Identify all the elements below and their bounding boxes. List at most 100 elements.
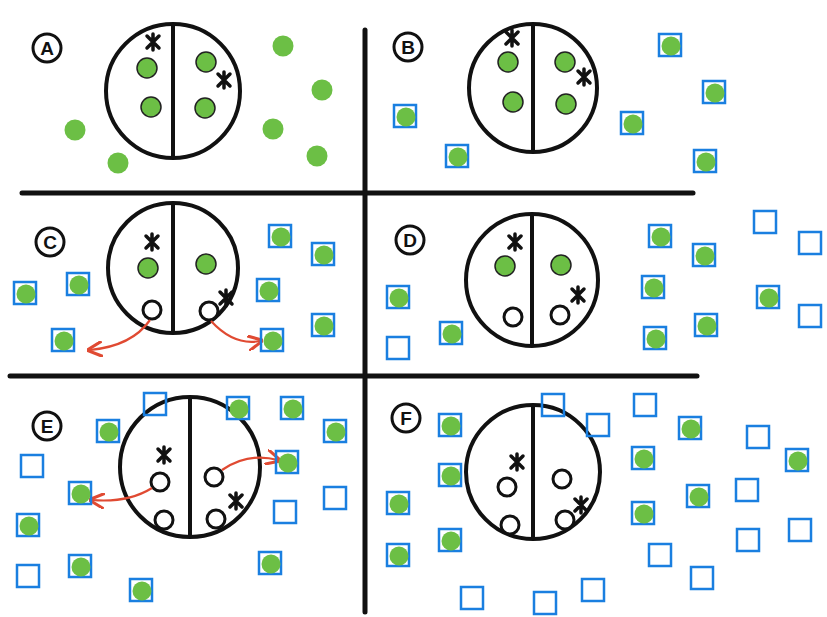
cell-outline <box>469 24 597 152</box>
panel-letter: D <box>394 224 426 256</box>
x-mark <box>220 290 232 306</box>
letter-circle-outline <box>396 226 424 254</box>
solute <box>273 36 294 57</box>
bound-solute <box>130 579 152 601</box>
bound-solute <box>259 552 281 574</box>
x-mark <box>572 287 584 303</box>
panel-letter: E <box>31 410 63 442</box>
bound-solute <box>69 482 91 504</box>
bound-solute <box>644 327 666 349</box>
empty-carrier <box>649 544 671 566</box>
bound-solute <box>52 329 74 351</box>
solute <box>196 254 216 274</box>
solute <box>307 146 328 167</box>
empty-site <box>151 473 169 491</box>
cell <box>469 24 597 152</box>
panel-divider <box>22 191 693 196</box>
solute <box>495 256 515 276</box>
bound-solute <box>312 243 334 265</box>
empty-site <box>207 510 225 528</box>
panel-letter: A <box>31 32 63 64</box>
empty-carrier <box>387 337 409 359</box>
empty-carrier <box>542 394 564 416</box>
bound-solute <box>693 244 715 266</box>
empty-carrier <box>799 305 821 327</box>
letter-circle-outline <box>394 33 422 61</box>
panel-letter-text: E <box>41 417 54 436</box>
cell-outline <box>466 405 600 539</box>
empty-site <box>504 308 522 326</box>
panel-letter-text: A <box>40 39 54 58</box>
bound-solute <box>257 279 279 301</box>
bound-solute <box>97 420 119 442</box>
empty-carrier <box>736 479 758 501</box>
solute <box>556 94 576 114</box>
bound-solute <box>649 225 671 247</box>
solute <box>498 52 518 72</box>
panel-letter: F <box>390 402 422 434</box>
empty-carrier <box>634 394 656 416</box>
solute <box>195 98 215 118</box>
cell-outline <box>106 24 240 158</box>
solute <box>503 92 523 112</box>
bound-solute <box>387 286 409 308</box>
bound-solute <box>394 105 416 127</box>
bound-solute <box>659 34 681 56</box>
cell-outline <box>120 397 260 537</box>
solute <box>263 119 284 140</box>
x-mark <box>511 454 523 470</box>
cell <box>106 24 240 158</box>
solute <box>137 58 157 78</box>
bound-solute <box>387 544 409 566</box>
bound-solute <box>446 145 468 167</box>
solute <box>141 97 161 117</box>
solute <box>312 80 333 101</box>
efflux-arrow <box>222 458 278 470</box>
empty-site <box>155 511 173 529</box>
empty-site <box>205 468 223 486</box>
bound-solute <box>261 329 283 351</box>
x-mark <box>146 234 158 250</box>
empty-site <box>200 302 218 320</box>
solute <box>108 153 129 174</box>
cell-divider <box>188 397 192 537</box>
empty-carrier <box>789 519 811 541</box>
empty-site <box>143 301 161 319</box>
cell <box>108 203 238 333</box>
empty-carrier <box>799 232 821 254</box>
bound-solute <box>67 273 89 295</box>
efflux-arrow <box>90 320 150 350</box>
solute <box>555 52 575 72</box>
empty-carrier <box>754 211 776 233</box>
x-mark <box>158 447 170 463</box>
x-mark <box>147 34 159 50</box>
empty-carrier <box>582 579 604 601</box>
panel-letter-text: D <box>403 231 417 250</box>
bound-solute <box>227 397 249 419</box>
solute <box>65 120 86 141</box>
cell-outline <box>108 203 238 333</box>
bound-solute <box>276 451 298 473</box>
bound-solute <box>440 322 462 344</box>
empty-carrier <box>21 455 43 477</box>
empty-carrier <box>274 501 296 523</box>
empty-carrier <box>534 592 556 614</box>
cell <box>466 214 598 346</box>
panel-letter: B <box>392 31 424 63</box>
bound-solute <box>703 81 725 103</box>
bound-solute <box>14 282 36 304</box>
efflux-arrow <box>92 488 152 501</box>
bound-solute <box>642 276 664 298</box>
bound-solute <box>281 397 303 419</box>
empty-carrier <box>737 529 759 551</box>
empty-site <box>553 470 571 488</box>
cell-divider <box>531 405 535 539</box>
letter-circle-outline <box>33 34 61 62</box>
x-mark <box>509 234 521 250</box>
empty-carrier <box>144 393 166 415</box>
empty-site <box>551 306 569 324</box>
panel-letter-text: C <box>43 233 57 252</box>
bound-solute <box>324 420 346 442</box>
